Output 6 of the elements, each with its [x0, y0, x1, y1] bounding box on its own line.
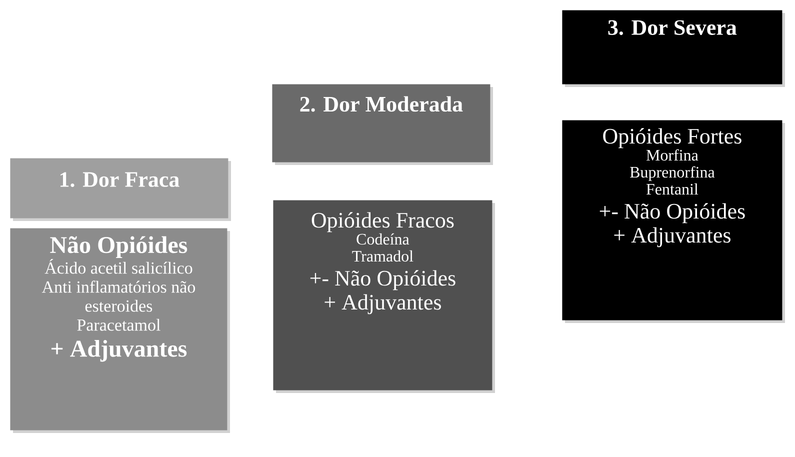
header-box: 3. Dor Severa — [562, 10, 782, 84]
content-box: Opióides Fortes Morfina Buprenorfina Fentanil +- Não Opióides + Adjuvantes — [562, 120, 782, 320]
header-box: 2. Dor Moderada — [272, 84, 490, 162]
content-box: Não Opióides Ácido acetil salicílico Anti inflamatórios não esteroides Paracetamol + Adjuvantes — [10, 228, 228, 430]
header-box: 1. Dor Fraca — [10, 158, 228, 218]
content-box: Opióides Fracos Codeína Tramadol +- Não Opióides + Adjuvantes — [273, 200, 492, 390]
